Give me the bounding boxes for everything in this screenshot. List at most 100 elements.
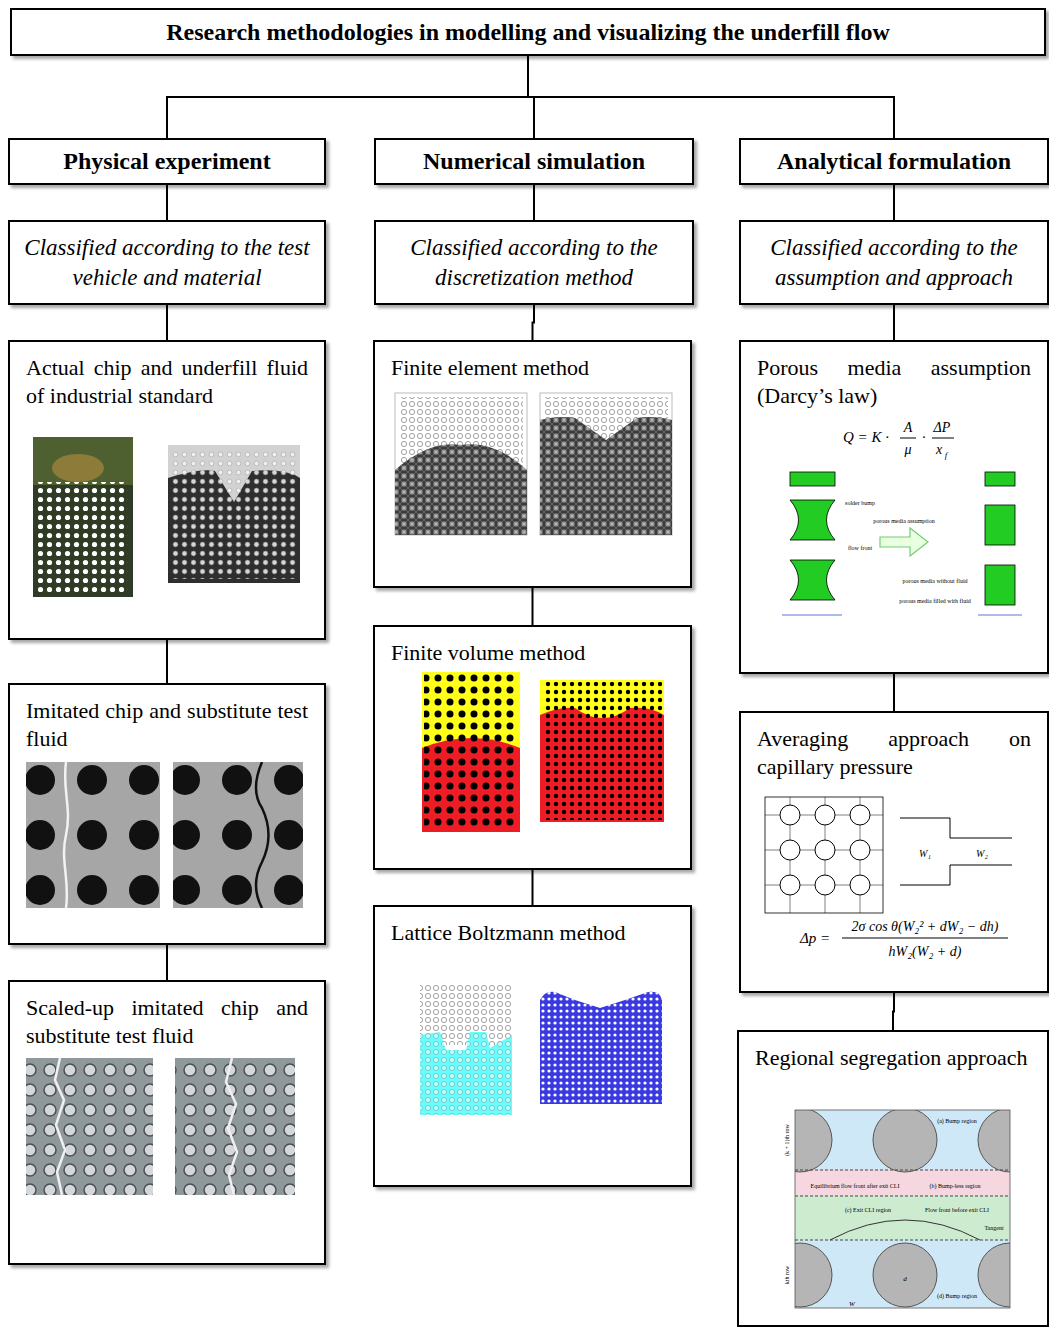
equation-term: 2σ cos θ(W₂² + dW₂ − dh) (852, 919, 999, 934)
tree-connector (166, 640, 168, 683)
fem-frame (540, 393, 672, 535)
label-anchor: (b) Bump-less region (930, 1175, 981, 1191)
classification-text: Classified according to the test vehicle… (22, 233, 312, 293)
tree-connector (166, 185, 168, 220)
figure-label: d (903, 1275, 907, 1283)
bump (222, 765, 252, 795)
tree-connector (533, 185, 535, 220)
classification-box: Classified according to the test vehicle… (8, 220, 326, 305)
chip-line (978, 615, 1022, 616)
label-anchor: 2σ cos θ(W₂² + dW₂ − dh) (852, 918, 999, 934)
channel-wall (900, 865, 1012, 885)
bump (222, 820, 252, 850)
bump (77, 875, 107, 905)
label-anchor: W (849, 1293, 855, 1309)
flow-front (830, 1220, 980, 1240)
label-anchor: Tangent (984, 1217, 1003, 1233)
label-anchor: Equilibrium flow front after exit CLI (811, 1175, 900, 1191)
bump (173, 875, 200, 905)
equation-term: hW₂(W₂ + d) (889, 944, 962, 959)
method-box: Lattice Boltzmann method (373, 905, 692, 1187)
equation-term: f (945, 450, 948, 460)
bump (26, 875, 55, 905)
region-figure (795, 1110, 1010, 1308)
figure-label: porous media filled with fluid (899, 598, 971, 604)
mesh (540, 417, 672, 535)
bump (129, 875, 159, 905)
bump (129, 765, 159, 795)
tree-connector (528, 56, 894, 138)
method-text: Scaled-up imitated chip and substitute t… (26, 994, 308, 1049)
label-anchor: flow front (848, 537, 872, 553)
tree-connector (893, 305, 895, 340)
method-text: Actual chip and underfill fluid of indus… (26, 354, 308, 409)
label-anchor: porous media filled with fluid (899, 590, 971, 606)
chip-photo (168, 445, 300, 583)
bump (173, 820, 200, 850)
bump (795, 1243, 832, 1307)
category-box: Analytical formulation (739, 138, 1049, 185)
equation-term: ΔP (934, 420, 951, 435)
bump (780, 840, 800, 860)
bump (815, 840, 835, 860)
bump-array (542, 682, 662, 820)
flow-front (256, 762, 269, 908)
region-boundary (795, 1170, 1010, 1171)
bump (780, 805, 800, 825)
chip-photo (175, 1058, 295, 1195)
fraction-bar (932, 438, 954, 439)
figure-label: Equilibrium flow front after exit CLI (811, 1183, 900, 1189)
region-frame (795, 1110, 1010, 1308)
method-box: Porous media assumption (Darcy’s law) (739, 340, 1049, 674)
porous-block (985, 505, 1015, 545)
imitated-chip-photo (173, 762, 303, 908)
label-anchor: W₁ (919, 844, 931, 860)
equation-term: A (904, 420, 913, 435)
bump (26, 765, 55, 795)
label-anchor: (k + 1)th row (776, 1124, 792, 1156)
bump (795, 1110, 832, 1172)
label-anchor: Q = K · (843, 429, 889, 445)
classification-box: Classified according to the assumption a… (739, 220, 1049, 305)
method-box: Finite element method (373, 340, 692, 588)
bump (850, 840, 870, 860)
bump-array (395, 444, 527, 535)
air-region (422, 672, 520, 832)
method-text: Averaging approach on capillary pressure (757, 725, 1031, 780)
chip-photo (26, 762, 160, 908)
label-anchor: · (922, 429, 927, 445)
tree-connector (167, 56, 528, 138)
equation-term: · (922, 429, 927, 445)
solder-bump (790, 500, 835, 540)
tree-connector (532, 588, 534, 625)
method-text: Regional segregation approach (755, 1044, 1031, 1072)
fluid-region (540, 992, 662, 1104)
classification-text: Classified according to the discretizati… (388, 233, 680, 293)
figure-label: flow front (848, 545, 872, 551)
method-box: Regional segregation approach (737, 1030, 1049, 1327)
bump-array (175, 1058, 295, 1195)
bump-array (540, 417, 672, 535)
label-anchor: x (936, 441, 942, 457)
method-box: Scaled-up imitated chip and substitute t… (8, 980, 326, 1265)
equation-term: μ (904, 442, 911, 457)
exit-region (795, 1196, 1010, 1240)
bump-array (420, 1032, 512, 1115)
title-box: Research methodologies in modelling and … (10, 8, 1046, 56)
figure-label: (c) Exit CLI region (845, 1207, 891, 1213)
air-region (540, 680, 664, 822)
label-anchor: Flow front before exit CLI (925, 1199, 989, 1215)
bump-array (424, 674, 518, 830)
method-text: Imitated chip and substitute test fluid (26, 697, 308, 752)
equation-term: x (936, 442, 942, 457)
tree-connector (893, 993, 894, 1030)
bump (173, 765, 200, 795)
label-anchor: (c) Exit CLI region (845, 1199, 891, 1215)
bumpless-region (795, 1170, 1010, 1196)
porous-block (985, 472, 1015, 486)
flow-front (226, 1058, 237, 1195)
method-box: Actual chip and underfill fluid of indus… (8, 340, 326, 640)
